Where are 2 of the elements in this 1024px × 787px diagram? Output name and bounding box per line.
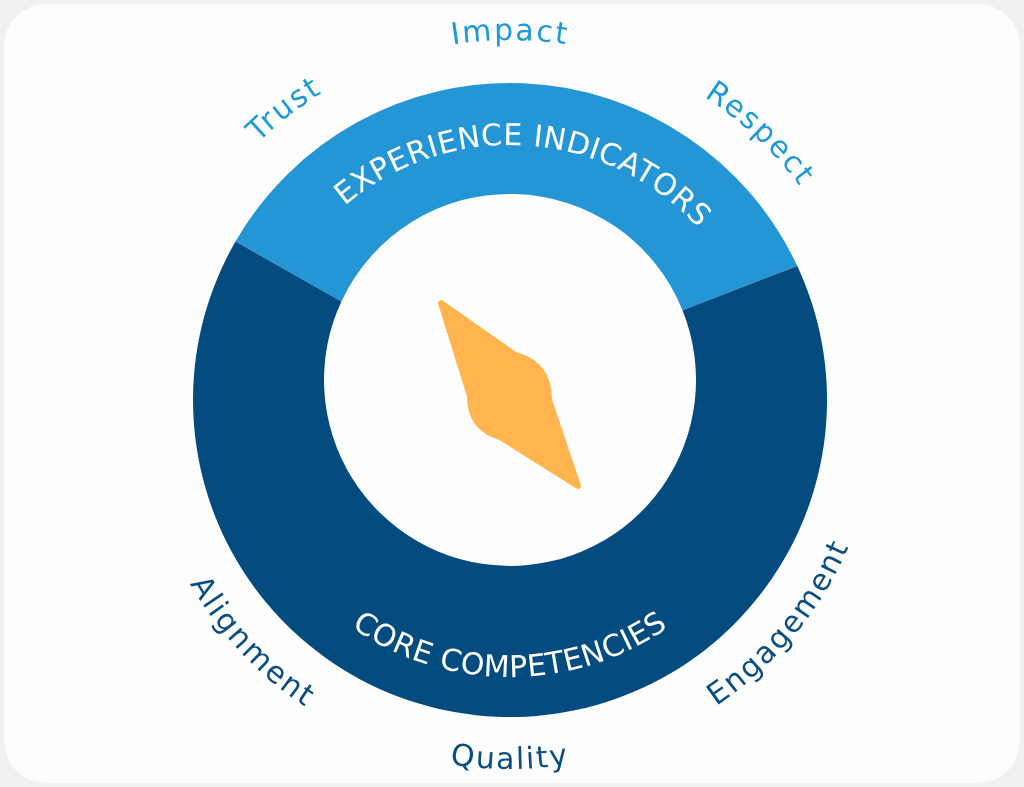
outer-label: Quality [448,736,572,777]
outer-label: Impact [448,11,572,52]
